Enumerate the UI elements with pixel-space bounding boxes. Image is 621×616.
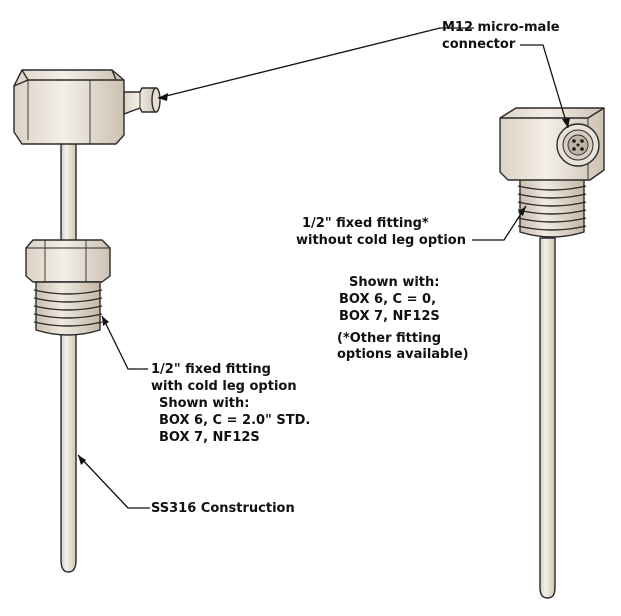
connector-pins	[572, 139, 584, 151]
note-line1: (*Other fitting	[337, 331, 442, 346]
note-line2: options available)	[337, 347, 469, 362]
left-fitting-label-line1: 1/2" fixed fitting	[151, 362, 271, 377]
right-box6: BOX 6, C = 0,	[339, 292, 437, 307]
right-fitting-label-line2: without cold leg option	[296, 233, 466, 248]
left-fitting-label-line2: with cold leg option	[151, 379, 297, 394]
left-sensor	[13, 69, 161, 573]
right-box7: BOX 7, NF12S	[339, 309, 440, 324]
left-shown-with: Shown with:	[159, 396, 250, 411]
right-fitting-label-line1: 1/2" fixed fitting*	[302, 216, 429, 231]
right-shown-with: Shown with:	[349, 275, 440, 290]
leader-lines	[77, 27, 570, 509]
right-sensor	[499, 107, 605, 599]
connector-label-line1: M12 micro-male	[442, 20, 560, 35]
construction-label: SS316 Construction	[151, 501, 295, 516]
connector-label-line2: connector	[442, 37, 516, 52]
left-box7: BOX 7, NF12S	[159, 430, 260, 445]
left-box6: BOX 6, C = 2.0" STD.	[159, 413, 311, 428]
